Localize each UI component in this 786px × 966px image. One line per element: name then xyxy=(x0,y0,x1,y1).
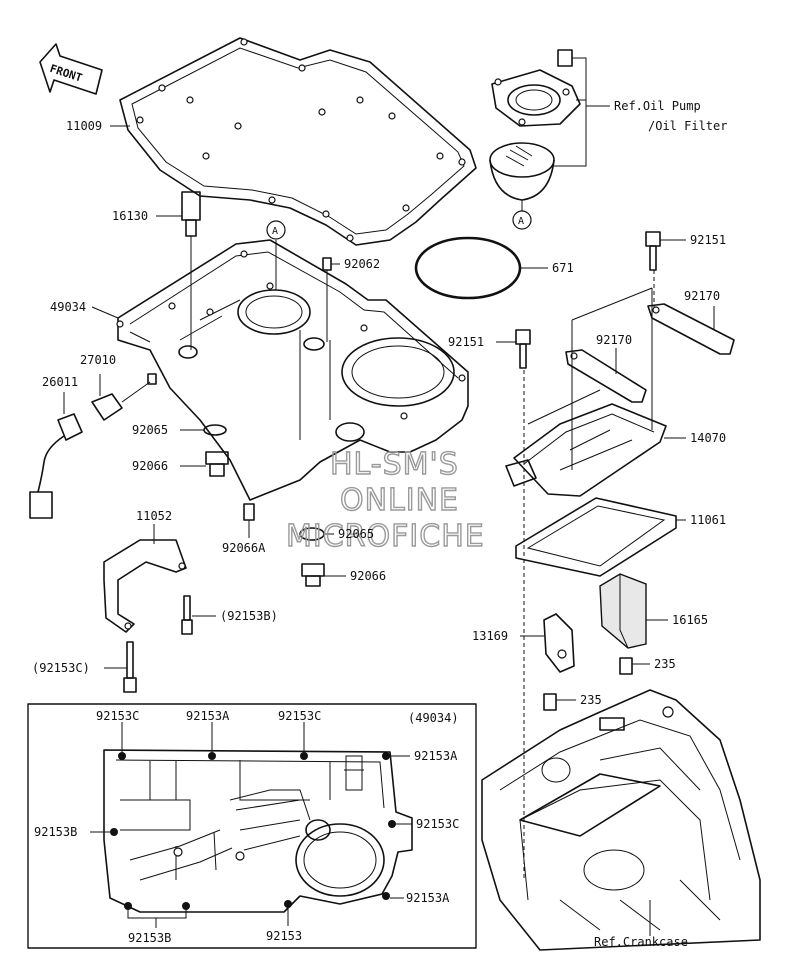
washer-92065-b xyxy=(299,527,334,541)
inset-label-92153C-3: 92153C xyxy=(416,817,459,831)
label-27010: 27010 xyxy=(80,353,116,367)
label-16165: 16165 xyxy=(672,613,708,627)
strap-92170-mid xyxy=(565,348,647,403)
washer-92065-a xyxy=(180,424,227,436)
label-14070: 14070 xyxy=(690,431,726,445)
label-92062: 92062 xyxy=(344,257,380,271)
oil-pressure-switch-27010 xyxy=(91,374,151,421)
inset-label-92153: 92153 xyxy=(266,929,302,943)
label-16130: 16130 xyxy=(112,209,148,223)
label-ref-crankcase: Ref.Crankcase xyxy=(594,935,688,949)
plug-92066A xyxy=(243,503,255,538)
bolt-235-b xyxy=(543,693,576,711)
inset-label-92153B-1: 92153B xyxy=(34,825,77,839)
bracket-11052 xyxy=(103,524,187,633)
part-16165 xyxy=(599,573,668,649)
label-ref-oil-pump: Ref.Oil Pump xyxy=(614,99,701,113)
label-92066A: 92066A xyxy=(222,541,266,555)
label-92151-top: 92151 xyxy=(690,233,726,247)
oil-pan-gasket-11009 xyxy=(119,37,477,246)
inset-label-92153A-2: 92153A xyxy=(414,749,458,763)
marker-a-right: A xyxy=(518,216,524,227)
label-235-b: 235 xyxy=(580,693,602,707)
oil-pan-49034: A xyxy=(116,220,469,501)
label-92153B-paren: (92153B) xyxy=(220,609,278,623)
inset-label-92153A-3: 92153A xyxy=(406,891,450,905)
part-labels: 11009 16130 49034 27010 26011 92062 671 … xyxy=(32,99,727,949)
bolt-92151-left xyxy=(496,329,531,369)
bolt-235-a xyxy=(619,657,650,675)
inset-label-92153B-2: 92153B xyxy=(128,931,171,945)
sensor-26011 xyxy=(29,392,83,519)
label-671: 671 xyxy=(552,261,574,275)
label-11052: 11052 xyxy=(136,509,172,523)
label-92153C-paren: (92153C) xyxy=(32,661,90,675)
label-92170-right: 92170 xyxy=(684,289,720,303)
oil-pump-filter-ref: A xyxy=(489,49,610,230)
label-92065-a: 92065 xyxy=(132,423,168,437)
label-13169: 13169 xyxy=(472,629,508,643)
plug-92066-a xyxy=(180,451,229,477)
label-92066-b: 92066 xyxy=(350,569,386,583)
strainer-14070 xyxy=(505,287,686,497)
label-11009: 11009 xyxy=(66,119,102,133)
label-235-a: 235 xyxy=(654,657,676,671)
label-92066-a: 92066 xyxy=(132,459,168,473)
front-arrow: FRONT xyxy=(39,43,103,95)
marker-a-left: A xyxy=(272,226,278,237)
o-ring-671 xyxy=(414,236,548,300)
gasket-11061 xyxy=(515,497,686,577)
crankcase-ref xyxy=(481,689,761,951)
label-92170-mid: 92170 xyxy=(596,333,632,347)
inset-label-92153C-2: 92153C xyxy=(278,709,321,723)
watermark-line-3: MICROFICHE xyxy=(286,519,485,554)
bracket-13169 xyxy=(520,613,575,673)
inset-label-model: (49034) xyxy=(408,711,459,725)
bolt-92153B xyxy=(181,595,216,635)
fitting-16130 xyxy=(181,191,201,350)
label-49034: 49034 xyxy=(50,300,86,314)
inset-label-92153A-1: 92153A xyxy=(186,709,230,723)
watermark: HL-SM'S ONLINE MICROFICHE xyxy=(285,446,485,554)
label-26011: 26011 xyxy=(42,375,78,389)
inset-bolt-locations xyxy=(27,703,477,949)
inset-labels: (49034) 92153C 92153A 92153C 92153A 9215… xyxy=(34,709,459,945)
plug-92066-b xyxy=(301,563,346,587)
strap-92170-right xyxy=(647,303,735,355)
bolt-92151-top xyxy=(645,231,686,312)
label-92065-b: 92065 xyxy=(338,527,374,541)
label-92151-left: 92151 xyxy=(448,335,484,349)
bolt-92153C xyxy=(104,641,137,693)
label-ref-oil-filter: /Oil Filter xyxy=(648,119,727,133)
watermark-line-2: ONLINE xyxy=(340,483,459,518)
watermark-line-1: HL-SM'S xyxy=(330,447,459,482)
inset-label-92153C-1: 92153C xyxy=(96,709,139,723)
label-11061: 11061 xyxy=(690,513,726,527)
